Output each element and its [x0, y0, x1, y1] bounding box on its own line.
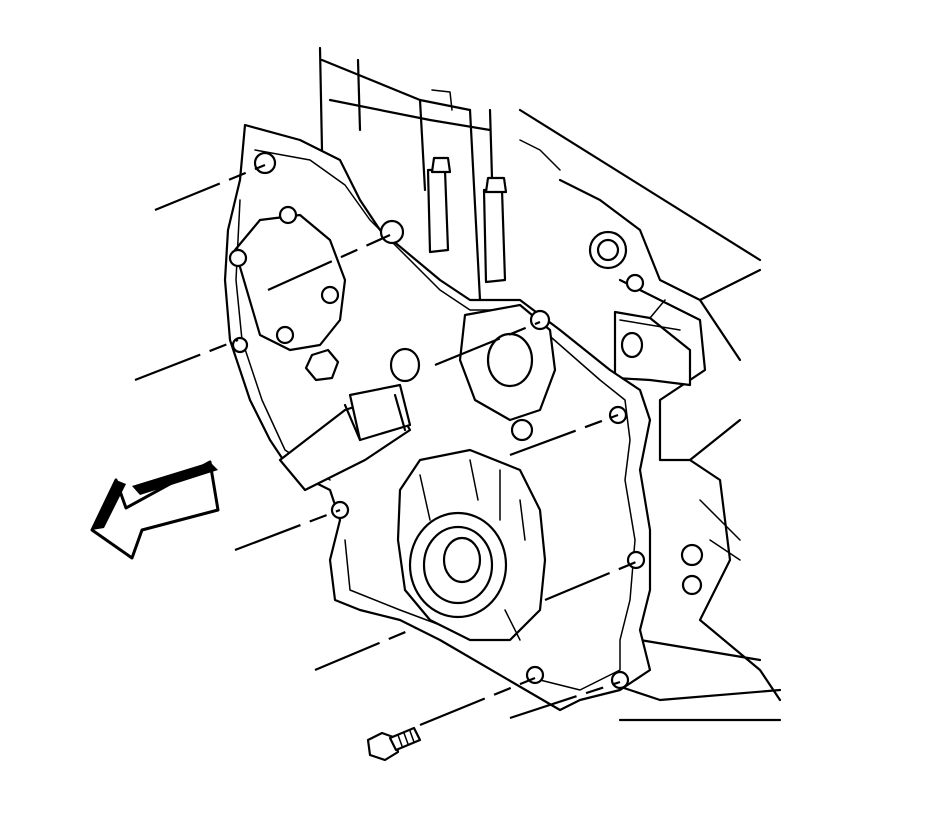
bolt-line-6 [234, 508, 341, 552]
bolt-line-9 [419, 676, 536, 727]
mounting-bracket [613, 299, 692, 387]
bolt-line-2 [267, 233, 391, 292]
bolt-line-10 [509, 680, 621, 720]
bolt-line-5 [509, 413, 619, 457]
bolt-line-3 [134, 338, 239, 382]
sensor-connector [278, 383, 412, 492]
direction-arrow-icon [90, 460, 220, 560]
bolt-line-7 [544, 560, 637, 602]
bolt-line-4 [434, 320, 541, 367]
bolt-center-lines [134, 163, 637, 727]
bolt-line-1 [154, 163, 266, 212]
front-cover [223, 123, 652, 712]
cover-bolt [366, 726, 422, 762]
block-studs [426, 156, 645, 293]
bolt-line-8 [314, 626, 416, 672]
